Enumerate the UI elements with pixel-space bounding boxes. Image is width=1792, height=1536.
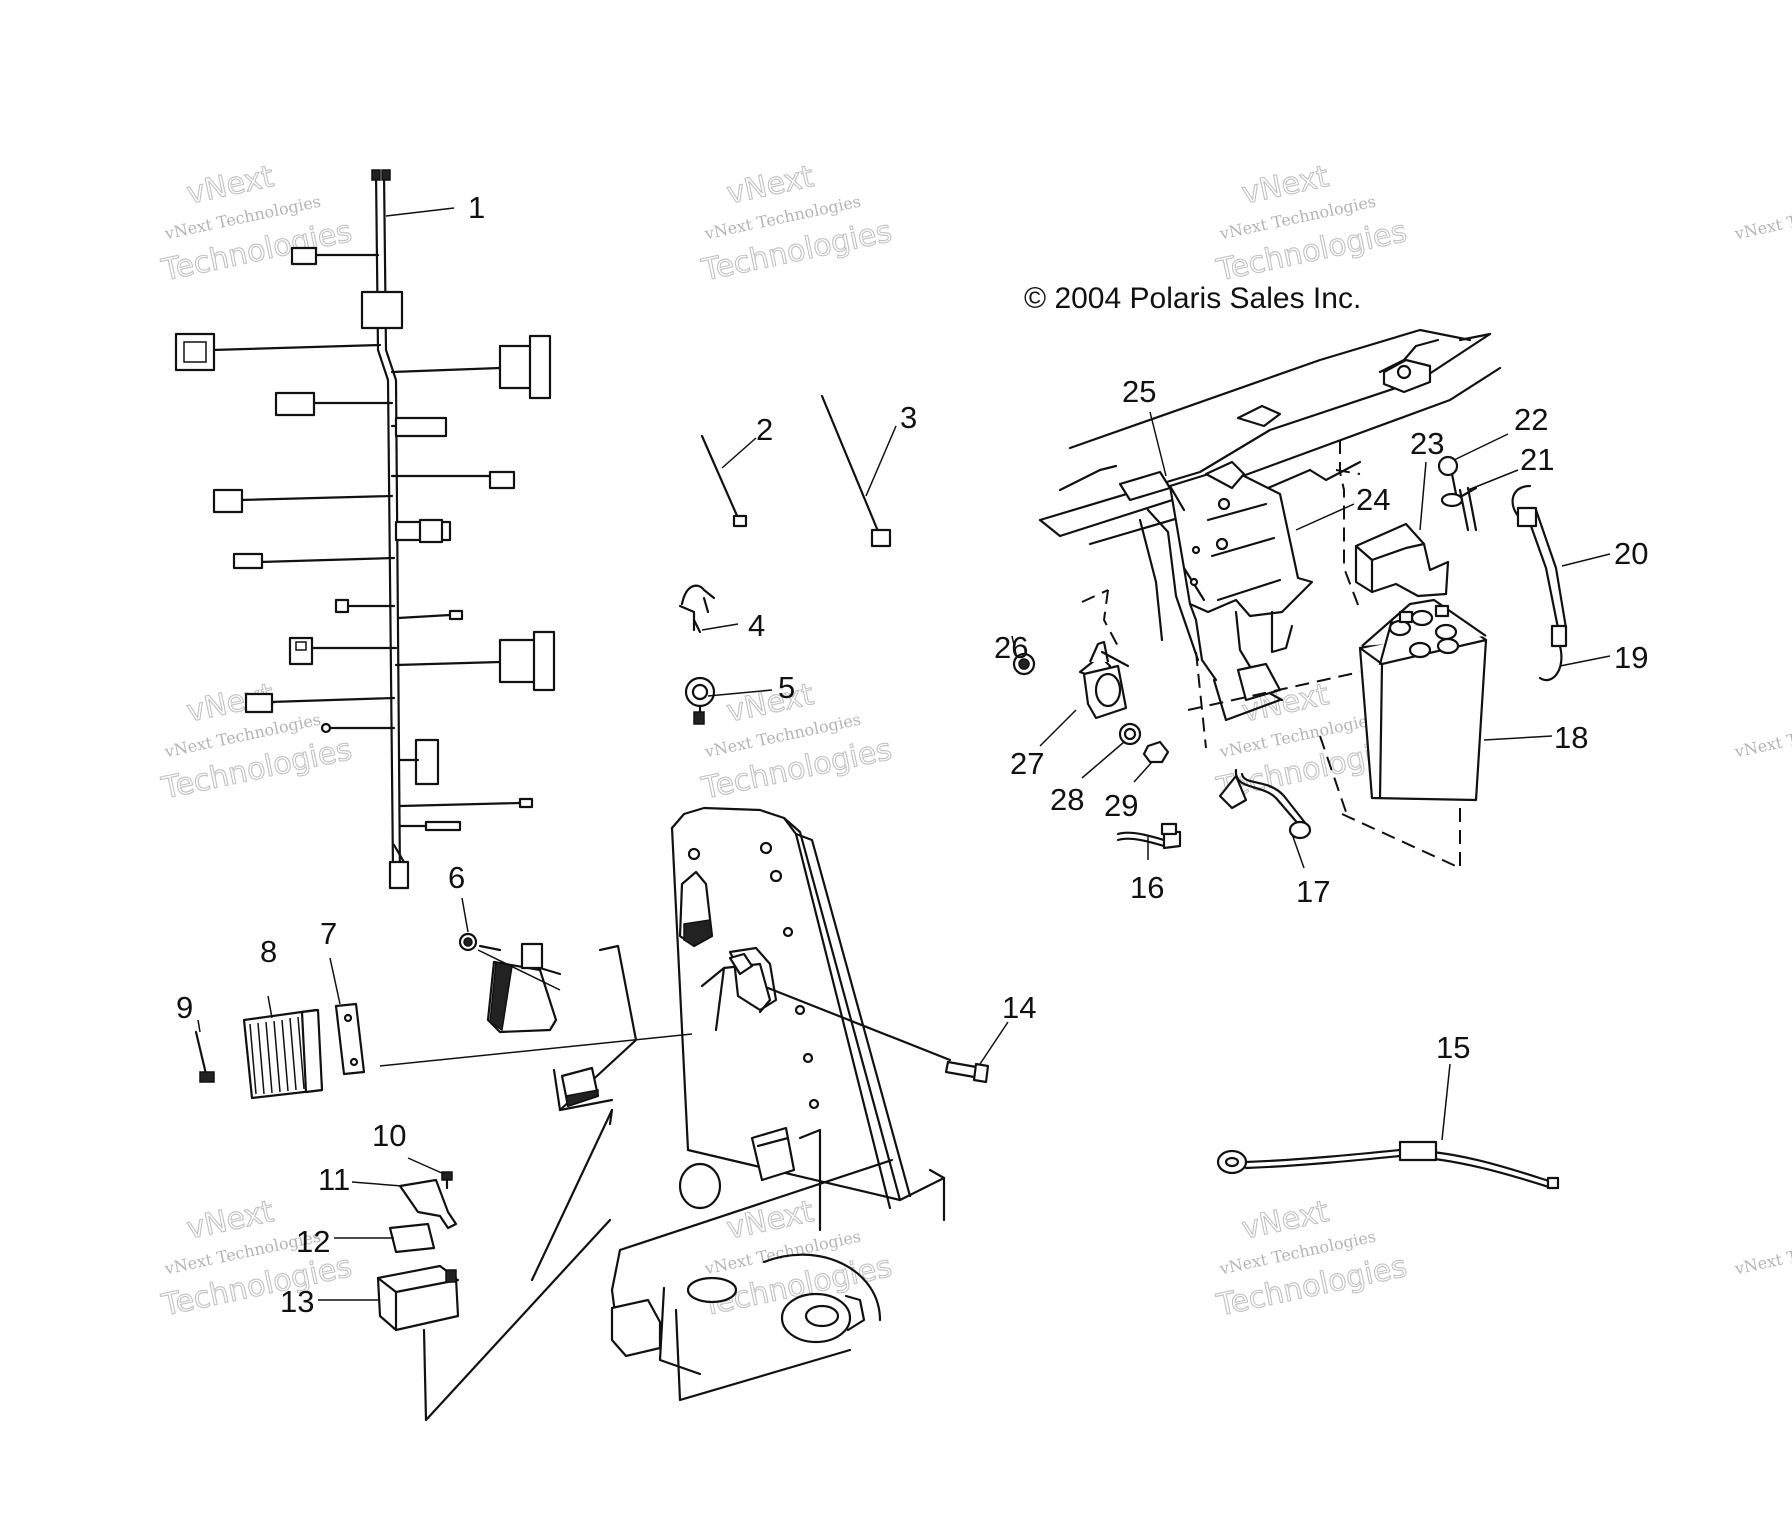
callout-1: 1 — [468, 190, 485, 225]
watermark-text: vNext Technologies — [1732, 1227, 1792, 1279]
battery-frame — [1038, 328, 1502, 869]
nut-6 — [458, 932, 502, 952]
watermark-3: vNext vNext Technologies Technologies — [1213, 159, 1411, 290]
ground-cable-15 — [1216, 1140, 1560, 1190]
callout-8: 8 — [260, 934, 277, 969]
callout-21: 21 — [1520, 442, 1554, 477]
watermark-1: vNext vNext Technologies Technologies — [158, 159, 356, 290]
callout-10: 10 — [372, 1118, 406, 1153]
frame-steering-post — [379, 806, 952, 1402]
cdi-box-13 — [376, 1218, 612, 1422]
leader-lines — [197, 207, 1611, 1301]
callout-3: 3 — [900, 400, 917, 435]
nut-26 — [1012, 652, 1036, 676]
callout-26: 26 — [994, 630, 1028, 665]
washer-21 — [1440, 486, 1478, 532]
callout-7: 7 — [320, 916, 337, 951]
watermark-text: vNext Technologies — [1732, 192, 1792, 244]
watermark-9: vNext vNext Technologies Technologies — [1213, 1194, 1411, 1325]
callout-25: 25 — [1122, 374, 1156, 409]
clip-4 — [678, 584, 716, 634]
watermark-10: vNext Technologies — [1732, 192, 1792, 244]
coil — [486, 942, 562, 1034]
plate-7 — [334, 1002, 366, 1076]
pad-12 — [388, 1222, 436, 1254]
module-8 — [242, 1008, 324, 1100]
callout-23: 23 — [1410, 426, 1444, 461]
callout-29: 29 — [1104, 788, 1138, 823]
watermark-text: vNext Technologies — [1732, 710, 1792, 762]
callout-24: 24 — [1356, 482, 1390, 517]
callout-14: 14 — [1002, 990, 1036, 1025]
nut-29 — [1142, 740, 1170, 764]
callout-19: 19 — [1614, 640, 1648, 675]
clip-5 — [684, 676, 716, 725]
callout-9: 9 — [176, 990, 193, 1025]
callout-11: 11 — [318, 1162, 350, 1197]
watermark-2: vNext vNext Technologies Technologies — [698, 159, 896, 290]
battery-strap-20 — [1511, 484, 1568, 682]
cable-tie-large — [820, 394, 892, 548]
bolt-14 — [944, 1060, 990, 1084]
battery-18 — [1358, 598, 1488, 802]
callout-6: 6 — [448, 860, 465, 895]
foam-pad-23 — [1354, 522, 1450, 598]
watermark-11: vNext Technologies — [1732, 710, 1792, 762]
callout-labels: 1 2 3 4 5 6 7 8 9 10 11 12 13 14 15 16 1… — [176, 190, 1648, 1319]
bolt-22 — [1437, 455, 1459, 496]
callout-5: 5 — [778, 670, 795, 705]
callout-27: 27 — [1010, 746, 1044, 781]
cable-16 — [1116, 822, 1182, 850]
cable-tie-small — [700, 434, 748, 528]
cable-17 — [1218, 768, 1312, 840]
callout-15: 15 — [1436, 1030, 1470, 1065]
wiring-harness — [174, 169, 556, 890]
nut-28 — [1118, 722, 1142, 746]
bracket-11 — [398, 1178, 458, 1230]
callout-16: 16 — [1130, 870, 1164, 905]
callout-4: 4 — [748, 608, 765, 643]
callout-28: 28 — [1050, 782, 1084, 817]
callout-20: 20 — [1614, 536, 1648, 571]
callout-13: 13 — [280, 1284, 314, 1319]
bolt-9 — [194, 1030, 215, 1083]
relay-27 — [1078, 640, 1130, 720]
watermark-4: vNext vNext Technologies Technologies — [158, 677, 356, 808]
screw-10 — [441, 1171, 453, 1190]
callout-22: 22 — [1514, 402, 1548, 437]
callout-17: 17 — [1296, 874, 1330, 909]
watermark-12: vNext Technologies — [1732, 1227, 1792, 1279]
copyright-text: © 2004 Polaris Sales Inc. — [1024, 282, 1361, 315]
callout-12: 12 — [296, 1224, 330, 1259]
callout-18: 18 — [1554, 720, 1588, 755]
callout-2: 2 — [756, 412, 773, 447]
